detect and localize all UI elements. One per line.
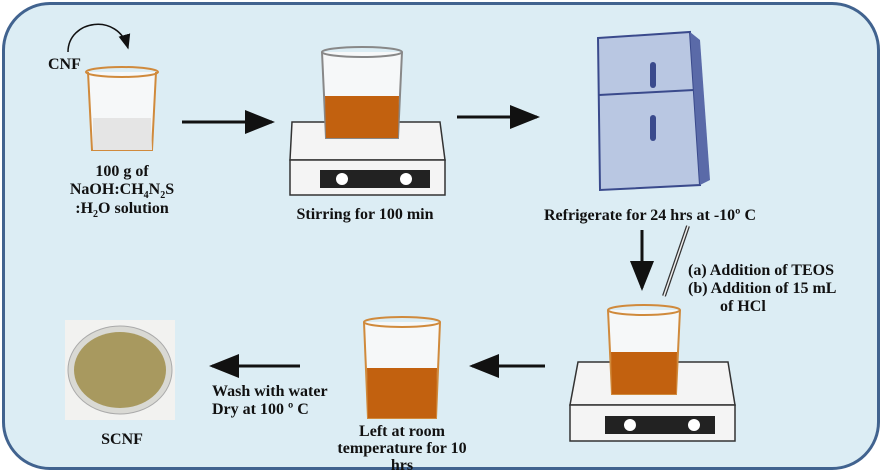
beaker-rest-icon xyxy=(363,316,441,419)
hotplate-stirring-icon xyxy=(289,46,446,196)
cnf-label: CNF xyxy=(48,56,81,73)
refrigerator-icon xyxy=(596,30,710,192)
wash-label: Wash with water xyxy=(212,383,328,400)
stirring-label: Stirring for 100 min xyxy=(296,206,434,223)
addition-b-label: (b) Addition of 15 mL xyxy=(688,280,837,297)
addition-b-label-2: of HCl xyxy=(720,298,766,315)
hotplate-addition-icon xyxy=(569,304,736,442)
dry-label: Dry at 100 º C xyxy=(212,401,309,418)
rest-line-2: temperature for 10 xyxy=(337,440,467,457)
curved-arrow xyxy=(67,23,131,53)
refrigerate-label: Refrigerate for 24 hrs at -10º C xyxy=(543,207,757,224)
solution-line-2: NaOH:CH4N2S xyxy=(69,181,175,202)
burette-icon xyxy=(662,225,690,297)
rest-line-3: hrs xyxy=(390,457,414,474)
scnf-product-photo xyxy=(65,320,175,420)
solution-line-1: 100 g of xyxy=(95,163,149,180)
beaker-solution-icon xyxy=(85,66,159,151)
solution-line-3: :H2O solution xyxy=(75,200,169,221)
product-label: SCNF xyxy=(101,431,143,448)
addition-a-label: (a) Addition of TEOS xyxy=(688,262,834,279)
rest-line-1: Left at room xyxy=(359,423,445,440)
